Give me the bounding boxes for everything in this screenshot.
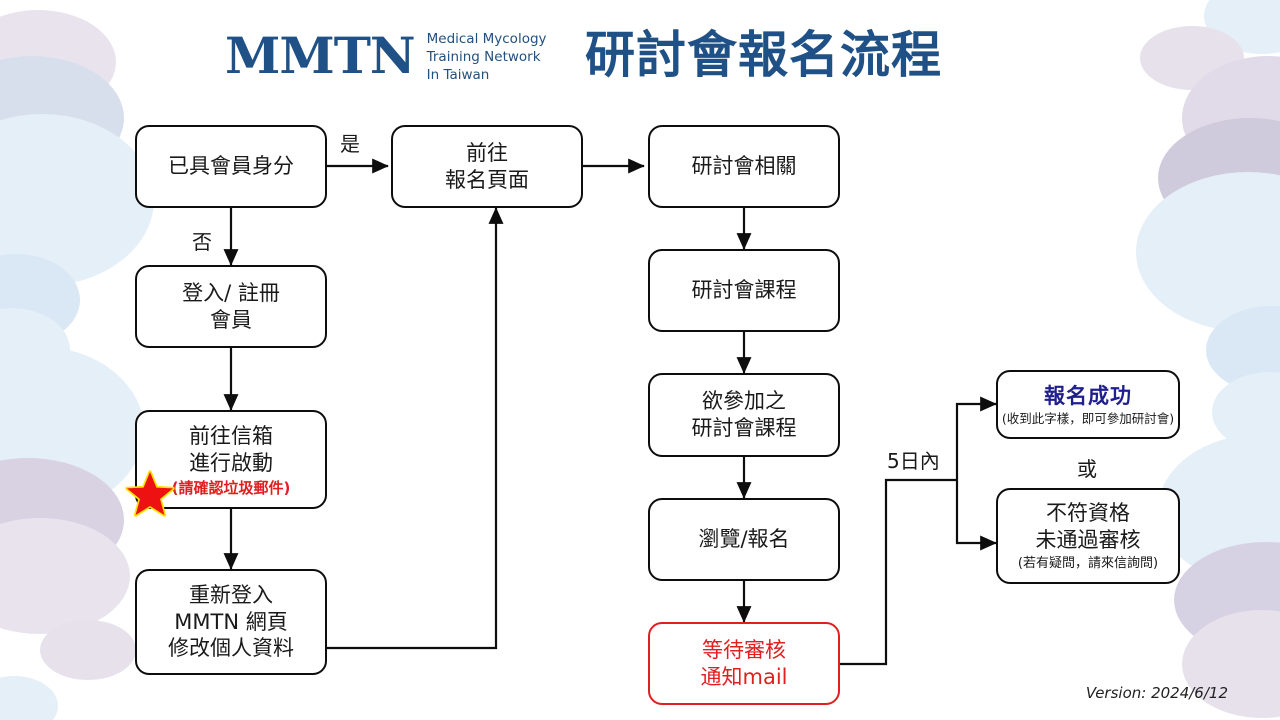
node-member-check-label: 已具會員身分 <box>168 154 294 179</box>
node-seminar-info[interactable]: 研討會相關 <box>648 125 840 208</box>
node-desired-course[interactable]: 欲參加之 研討會課程 <box>648 373 840 457</box>
node-signup-page-line-1: 前往 <box>466 140 508 165</box>
logo-wordmark: MMTN <box>225 26 416 86</box>
node-signup-page[interactable]: 前往 報名頁面 <box>391 125 583 208</box>
edge-label-yes: 是 <box>340 132 360 156</box>
node-await-review[interactable]: 等待審核 通知mail <box>648 622 840 705</box>
node-login-register-line-1: 登入/ 註冊 <box>182 280 280 305</box>
node-desired-course-line-1: 欲參加之 <box>702 389 786 414</box>
red-star-icon <box>125 470 175 517</box>
node-member-check[interactable]: 已具會員身分 <box>135 125 327 208</box>
node-success-label: 報名成功 <box>1044 383 1132 408</box>
node-browse-signup[interactable]: 瀏覽/報名 <box>648 498 840 581</box>
node-seminar-info-label: 研討會相關 <box>691 154 797 179</box>
node-activate-mail-line-1: 前往信箱 <box>189 423 273 448</box>
edge-label-no: 否 <box>192 230 212 254</box>
node-rejected-line-1: 不符資格 <box>1046 501 1130 526</box>
node-login-register[interactable]: 登入/ 註冊 會員 <box>135 265 327 348</box>
page-title: 研討會報名流程 <box>585 26 942 84</box>
logo-tagline-line-1: Medical Mycology <box>426 31 547 47</box>
node-rejected-line-2: 未通過審核 <box>1035 528 1141 553</box>
node-await-review-line-1: 等待審核 <box>702 637 786 662</box>
edge-label-or: 或 <box>1077 457 1097 481</box>
node-relogin-edit[interactable]: 重新登入 MMTN 網頁 修改個人資料 <box>135 569 327 675</box>
node-success-note: (收到此字樣，即可參加研討會) <box>1001 411 1175 427</box>
node-signup-page-line-2: 報名頁面 <box>445 167 529 192</box>
node-activate-mail-note: (請確認垃圾郵件) <box>171 478 291 497</box>
logo-tagline-line-3: In Taiwan <box>426 66 490 83</box>
node-activate-mail-line-2: 進行啟動 <box>189 450 273 475</box>
mmtn-logo: MMTN Medical Mycology Training Network I… <box>225 28 547 84</box>
node-relogin-edit-line-3: 修改個人資料 <box>168 636 294 661</box>
node-seminar-course[interactable]: 研討會課程 <box>648 249 840 332</box>
logo-tagline-line-2: Training Network <box>426 48 541 65</box>
node-browse-signup-label: 瀏覽/報名 <box>698 527 790 552</box>
slide-header: MMTN Medical Mycology Training Network I… <box>0 0 1280 110</box>
node-seminar-course-label: 研討會課程 <box>691 278 797 303</box>
logo-tagline: Medical Mycology Training Network In Tai… <box>427 28 547 84</box>
node-relogin-edit-line-1: 重新登入 <box>189 582 273 607</box>
version-label: Version: 2024/6/12 <box>1085 684 1228 702</box>
node-login-register-line-2: 會員 <box>210 307 252 332</box>
node-await-review-line-2: 通知mail <box>700 664 788 689</box>
node-success[interactable]: 報名成功 (收到此字樣，即可參加研討會) <box>996 370 1180 439</box>
node-desired-course-line-2: 研討會課程 <box>691 416 797 440</box>
node-relogin-edit-line-2: MMTN 網頁 <box>174 609 288 634</box>
node-rejected[interactable]: 不符資格 未通過審核 (若有疑問，請來信詢問) <box>996 488 1180 584</box>
edge-label-within-5-days: 5日內 <box>887 449 940 473</box>
node-rejected-note: (若有疑問，請來信詢問) <box>1017 556 1159 572</box>
